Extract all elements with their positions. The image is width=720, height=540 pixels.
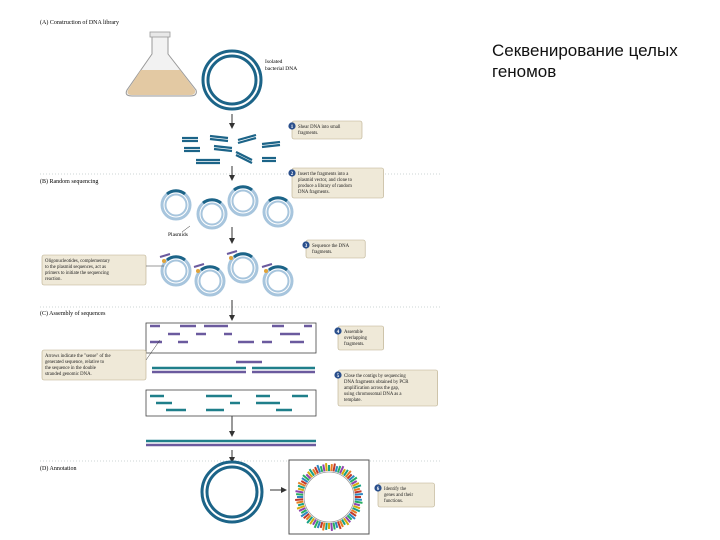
plasmid-ring-inner [166, 261, 187, 282]
arrows-note-line: generated sequence, relative to [45, 360, 105, 365]
gene-mark [355, 494, 363, 495]
primer-dot [264, 269, 268, 273]
section-c-heading: (C) Assembly of sequences [40, 310, 106, 317]
oligo-note-line: Oligonucleotides, complementary [45, 259, 111, 264]
gene-mark [355, 499, 362, 500]
dna-fragment [210, 136, 228, 138]
sequencing-primer [227, 251, 237, 254]
gene-mark [355, 502, 363, 503]
oligo-note-line: primers to initiate the sequencing [45, 271, 110, 276]
plasmids-label: Plasmids [168, 232, 188, 238]
dna-fragment [214, 149, 232, 151]
arrows-note-line: the sequence in the double [45, 366, 96, 371]
step-text-line: DNA fragments obtained by PCR [344, 380, 409, 385]
plasmid-ring-inner [233, 258, 254, 279]
gene-mark [297, 502, 304, 503]
step-text-line: Assemble [344, 330, 363, 335]
step-text-line: Identify the [384, 487, 406, 492]
gene-mark [355, 491, 362, 492]
arrows-note-line: Arrows indicate the "sense" of the [45, 354, 111, 359]
annotated-genome-map [289, 460, 369, 534]
step-text-line: Insert the fragments into a [298, 172, 349, 177]
section-separators [40, 174, 440, 461]
gene-mark [296, 491, 304, 492]
gene-mark [296, 494, 303, 495]
dna-fragment [214, 146, 232, 148]
step-text-line: functions. [384, 499, 403, 504]
sequencing-primer [262, 264, 272, 267]
dna-fragment [262, 142, 280, 144]
primer-dot [196, 269, 200, 273]
step-text-line: Sequence the DNA [312, 244, 350, 249]
plasmid-ring-inner [233, 191, 254, 212]
gene-mark [331, 464, 332, 471]
step-text-line: genes and their [384, 493, 413, 498]
section-a-heading: (A) Construction of DNA library [40, 19, 119, 26]
oligo-note-line: to the plasmid sequences, act as [45, 265, 106, 270]
flask-illustration [126, 32, 196, 96]
step-text-line: fragments. [344, 342, 364, 347]
complete-genome-strands [146, 441, 316, 445]
oligo-note-line: reaction. [45, 277, 62, 282]
gene-mark [323, 523, 324, 531]
gene-mark [334, 523, 335, 530]
dna-fragment [262, 145, 280, 147]
flow-arrows [232, 114, 286, 490]
isolated-dna-circle [203, 51, 261, 109]
plasmid-library [162, 187, 292, 228]
step-text-line: using chromosomal DNA as a [344, 392, 402, 397]
gene-mark [334, 464, 335, 472]
sequencing-plasmids [160, 251, 292, 295]
gene-mark [331, 523, 332, 531]
contig-strands [152, 362, 315, 372]
plasmid-ring-inner [200, 271, 221, 292]
step-text-line: amplification across the gap, [344, 386, 399, 391]
section-d-heading: (D) Annotation [40, 465, 77, 472]
final-genome-circle [202, 462, 262, 522]
plasmid-ring-inner [202, 204, 223, 225]
isolated-label-line1: Isolated [265, 59, 283, 65]
plasmid-ring-inner [166, 195, 187, 216]
arrows-note-line: stranded genomic DNA. [45, 372, 92, 377]
step-text-line: fragments. [298, 131, 318, 136]
plasmid-ring-inner [268, 202, 289, 223]
plasmid-ring-inner [268, 271, 289, 292]
primer-dot [162, 259, 166, 263]
assembly-panel [146, 323, 316, 416]
step-text-line: plasmid vector, and clone to [298, 178, 353, 183]
step-box [292, 121, 362, 139]
step-text-line: overlapping [344, 336, 368, 341]
gene-mark [323, 465, 324, 472]
dna-fragment [210, 139, 228, 141]
gene-mark [295, 499, 303, 500]
step-text-line: Close the contigs by sequencing [344, 374, 406, 379]
primer-dot [229, 256, 233, 260]
step-text-line: fragments. [312, 250, 332, 255]
step-text-line: produce a library of random [298, 184, 352, 189]
sequencing-primer [160, 254, 170, 257]
sheared-fragments [182, 135, 280, 163]
step-text-line: template. [344, 398, 362, 403]
gene-mark [326, 463, 327, 471]
isolated-label-line2: bacterial DNA [265, 66, 297, 72]
section-b-heading: (B) Random sequencing [40, 178, 98, 185]
step-box [306, 240, 365, 258]
step-text-line: DNA fragments. [298, 190, 330, 195]
step-text-line: Shear DNA into small [298, 125, 341, 130]
sequencing-primer [194, 264, 204, 267]
gene-mark [326, 523, 327, 530]
